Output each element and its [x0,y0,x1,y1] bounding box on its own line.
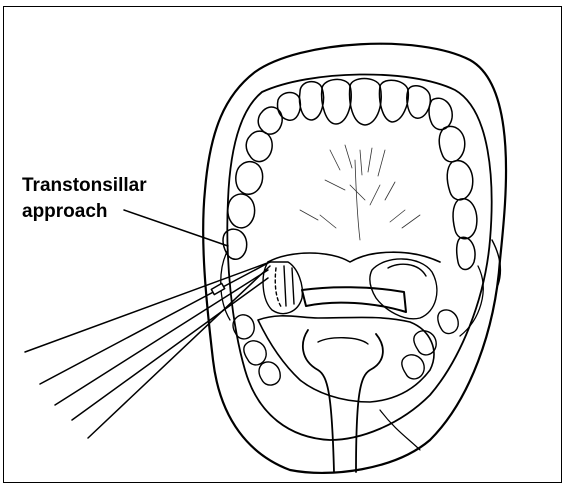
label-line-2: approach [22,199,147,225]
tongue [258,316,434,402]
surgical-instruments [25,262,270,438]
forceps-joint [211,283,224,294]
left-tonsil [263,262,302,314]
transtonsillar-approach-label: Transtonsillar approach [22,173,147,225]
palate-shading [300,145,420,240]
lower-teeth [233,310,458,385]
upper-teeth [223,79,477,270]
label-line-1: Transtonsillar [22,173,147,199]
tongue-depressor [302,287,406,312]
pharynx [303,330,383,472]
